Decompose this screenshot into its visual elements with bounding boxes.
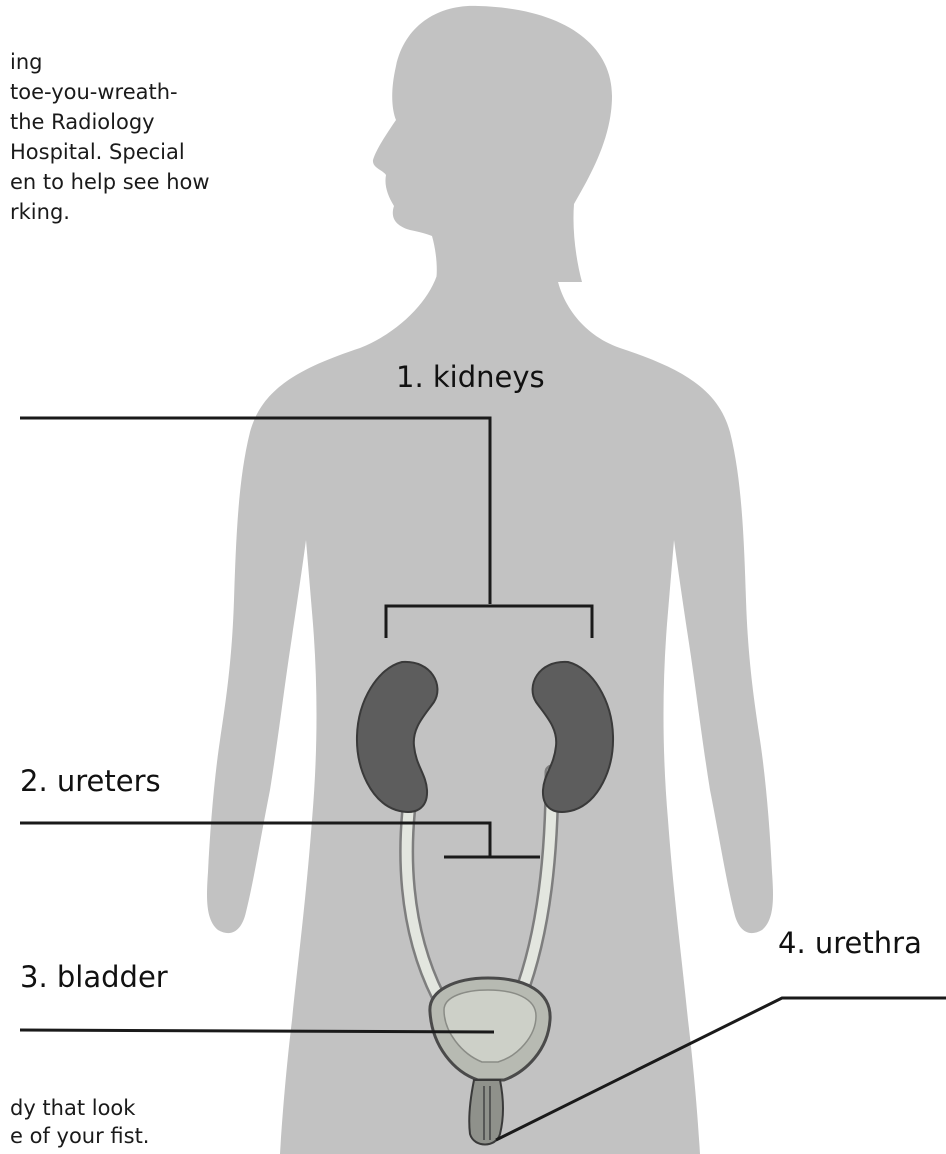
intro-line-6: rking. bbox=[10, 198, 70, 226]
intro-line-4: Hospital. Special bbox=[10, 138, 185, 166]
bladder-leader-line bbox=[20, 1030, 494, 1032]
urethra-label: 4. urethra bbox=[778, 926, 922, 960]
kidneys-label: 1. kidneys bbox=[396, 360, 545, 394]
footer-line-2: e of your fist. bbox=[10, 1122, 149, 1150]
head-and-neck bbox=[373, 6, 612, 282]
bladder-label: 3. bladder bbox=[20, 960, 168, 994]
intro-line-5: en to help see how bbox=[10, 168, 210, 196]
intro-line-2: toe-you-wreath- bbox=[10, 78, 178, 106]
intro-line-3: the Radiology bbox=[10, 108, 155, 136]
urethra bbox=[469, 1080, 503, 1145]
ureters-label: 2. ureters bbox=[20, 764, 161, 798]
footer-line-1: dy that look bbox=[10, 1094, 135, 1122]
intro-line-1: ing bbox=[10, 48, 42, 76]
